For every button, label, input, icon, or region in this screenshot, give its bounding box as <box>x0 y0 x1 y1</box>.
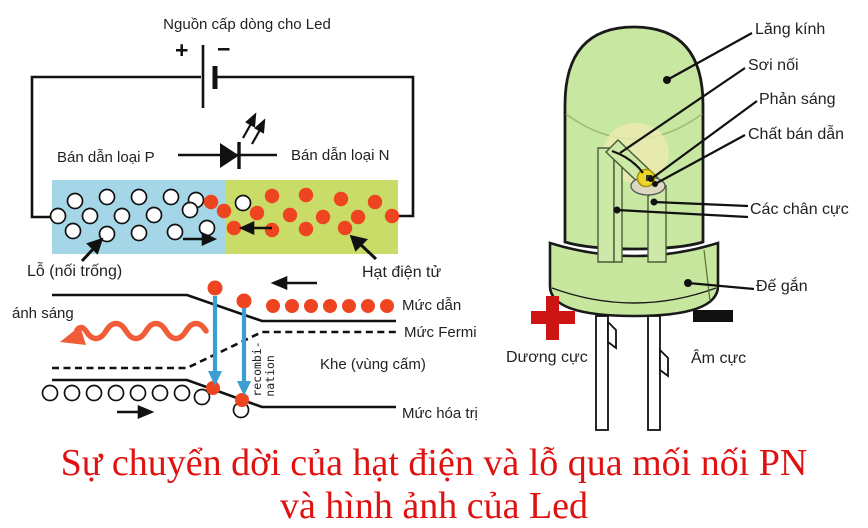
valence-band-label: Mức hóa trị <box>402 405 478 422</box>
semiconductor-label: Chất bán dẫn <box>748 126 845 143</box>
base-label: Đế gắn <box>756 278 808 295</box>
fermi-level-line <box>52 330 396 370</box>
holes-group <box>49 188 252 243</box>
electrons-group <box>203 187 400 238</box>
conduction-band-label: Mức dẫn <box>402 297 462 314</box>
led-bond-wire <box>611 149 644 174</box>
circuit-wires <box>30 75 415 219</box>
led-base-flange <box>548 241 720 318</box>
battery-minus-sign: − <box>217 36 231 62</box>
led-diode-symbol <box>178 112 277 169</box>
anode-label: Dương cực <box>506 349 588 366</box>
lens-label: Lăng kính <box>755 21 826 38</box>
reflector-label: Phản sáng <box>759 91 836 108</box>
light-emission-arrows-icon <box>242 112 266 145</box>
caption-line-1: Sự chuyển dời của hạt điện và lỗ qua mối… <box>60 442 808 484</box>
cathode-label: Âm cực <box>691 350 747 367</box>
hole-label: Lỗ (nối trống) <box>27 263 123 280</box>
electron-pointer-arrow <box>349 234 378 261</box>
light-label: ánh sáng <box>12 305 74 322</box>
hole-pointer-arrow <box>80 237 104 263</box>
valence-band-line <box>52 378 396 409</box>
battery-plus-sign: + <box>175 37 189 63</box>
band-gap-label: Khe (vùng cấm) <box>320 356 426 373</box>
conduction-band-line <box>52 293 396 323</box>
battery-symbol <box>201 45 218 108</box>
cathode-minus-symbol <box>693 310 733 322</box>
n-type-label: Bán dẫn loại N <box>291 147 390 164</box>
led-legs <box>595 315 669 431</box>
led-illustration <box>531 25 758 431</box>
band-lines <box>52 293 396 409</box>
drift-arrows <box>183 220 272 247</box>
recombination-arrows <box>208 296 251 396</box>
conduction-electrons <box>207 280 394 313</box>
power-supply-label: Nguồn cấp dòng cho Led <box>163 16 331 33</box>
bond-wire-label: Sơi nối <box>748 57 799 74</box>
pins-label: Các chân cực <box>750 201 849 218</box>
electron-label: Hạt điện tử <box>362 264 442 281</box>
led-internal-frame <box>597 139 667 263</box>
caption-line-2: và hình ảnh của Led <box>279 485 589 527</box>
anode-plus-symbol <box>531 296 575 340</box>
led-leader-lines <box>613 32 758 291</box>
band-drift-arrows <box>117 276 317 419</box>
light-wave-arrow <box>60 320 209 345</box>
recombination-label: recombi- nation <box>250 341 277 397</box>
p-type-label: Bán dẫn loại P <box>57 149 155 166</box>
recombined-electrons <box>206 381 249 407</box>
fermi-level-label: Mức Fermi <box>404 324 477 341</box>
